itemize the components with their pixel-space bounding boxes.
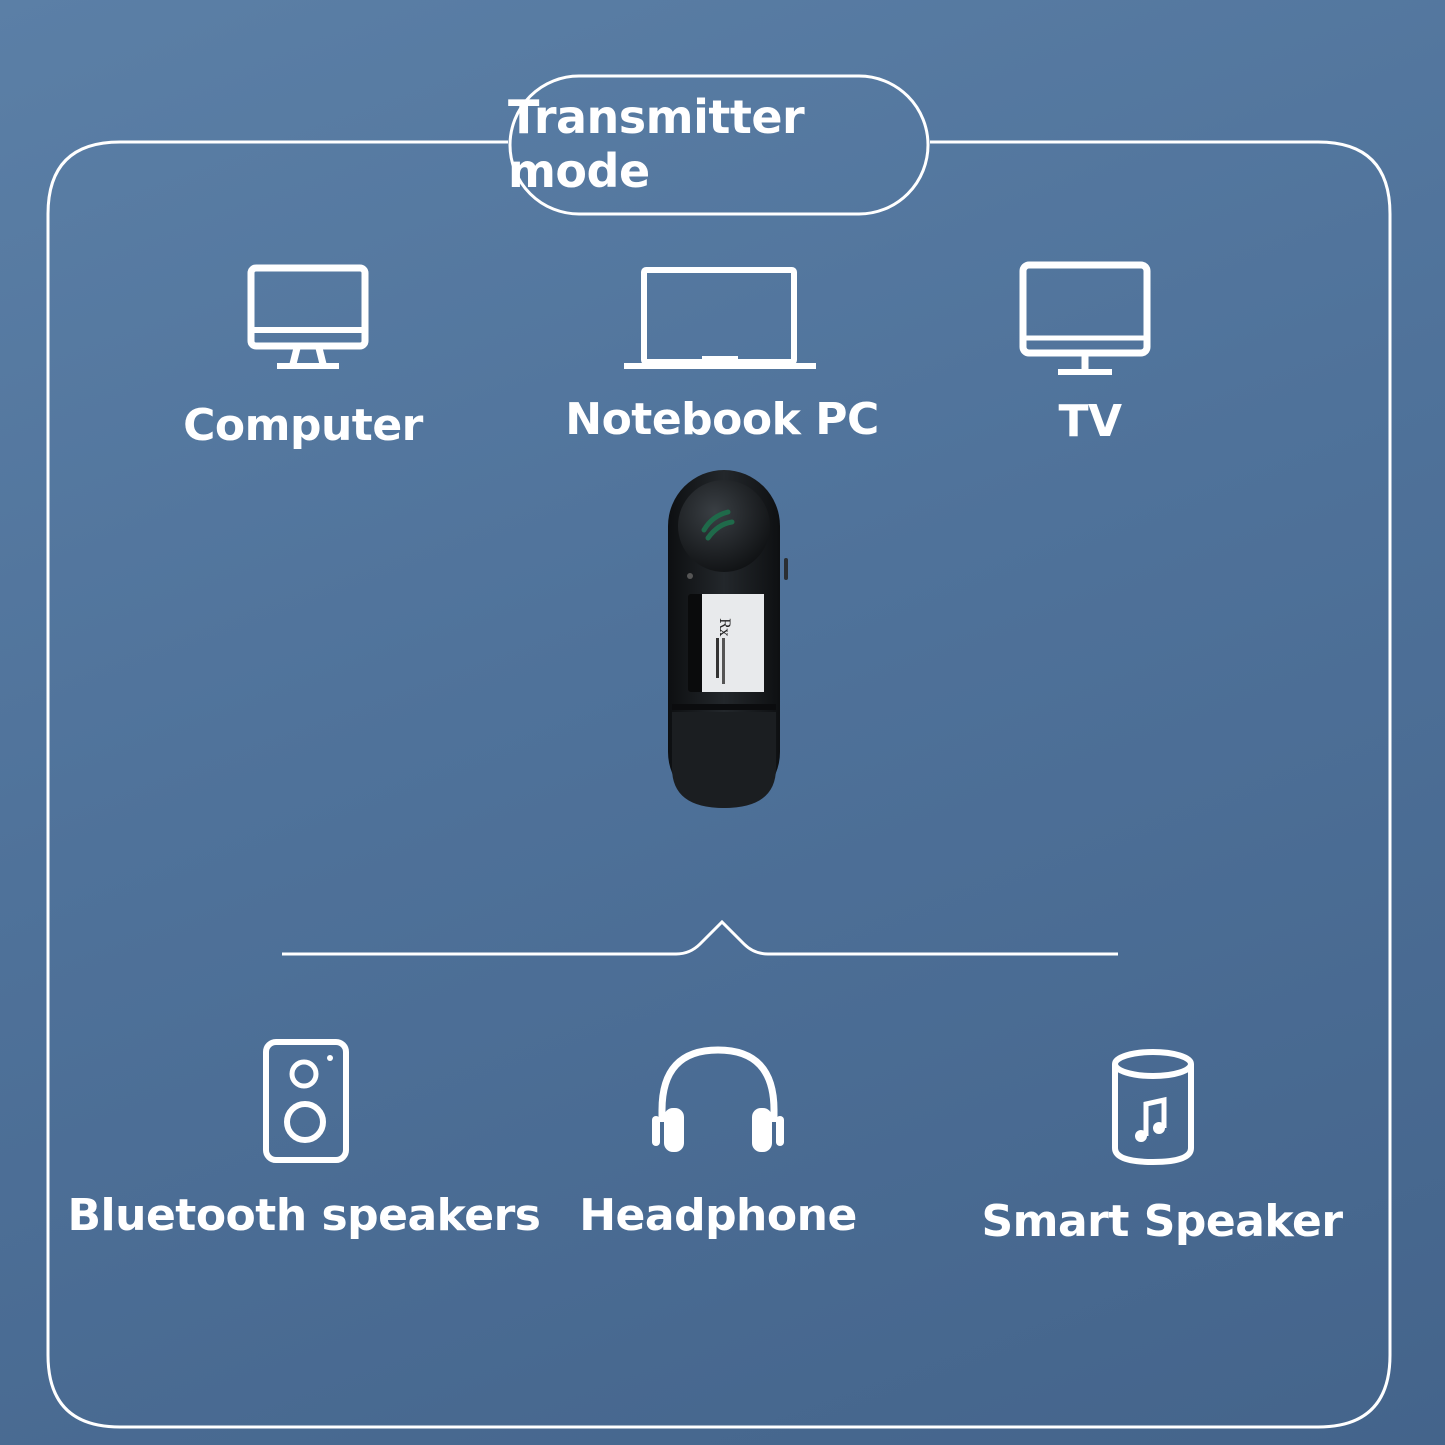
source-label-tv: TV [1058,396,1122,447]
bluetooth-transmitter-device: Rx [668,470,788,808]
output-label-bluetooth-speakers: Bluetooth speakers [67,1190,541,1241]
mode-title: Transmitter mode [508,90,805,198]
wireless-logo-icon [701,509,735,541]
bluetooth-speaker-icon [263,1039,349,1163]
tv-icon [1019,261,1151,375]
source-label-notebook: Notebook PC [565,394,879,445]
smart-speaker-icon [1112,1049,1194,1166]
mode-pill-outline [508,74,930,216]
source-label-computer: Computer [183,400,423,451]
laptop-icon [624,267,816,369]
bracket-divider [282,919,1118,956]
output-label-headphone: Headphone [579,1190,857,1241]
device-screen-text: Rx [716,618,732,637]
output-label-smart-speaker: Smart Speaker [981,1196,1343,1247]
device-screen [702,594,764,692]
headphone-icon [652,1046,784,1152]
desktop-monitor-icon [247,264,369,369]
